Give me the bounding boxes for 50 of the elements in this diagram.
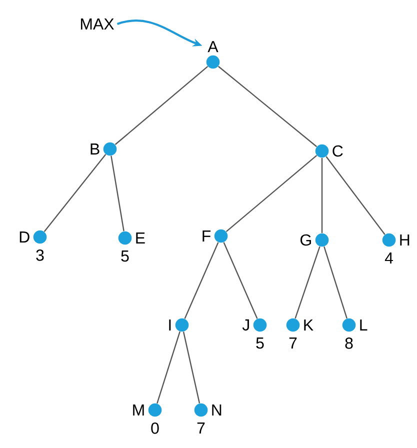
- tree-branch: [182, 332, 200, 404]
- tree-branch: [114, 66, 208, 145]
- node-label: E: [136, 232, 145, 244]
- node-label: L: [360, 320, 368, 330]
- tree-branch: [294, 246, 320, 319]
- node-label: K: [304, 320, 314, 330]
- node-label: 5: [256, 338, 264, 349]
- node-label: B: [90, 143, 100, 154]
- node-label: F: [202, 230, 210, 242]
- tree-node: A: [206, 41, 220, 69]
- node-label: G: [300, 234, 311, 246]
- node-label: I: [169, 320, 171, 330]
- node-label: 3: [36, 250, 44, 261]
- tree-node: E 5: [118, 231, 145, 262]
- node-label: C: [332, 145, 343, 157]
- tree-branch: [326, 156, 386, 235]
- node-label: M: [133, 404, 144, 416]
- tree-node: G: [300, 233, 329, 247]
- node-label: 5: [121, 250, 129, 262]
- node-label: 4: [384, 252, 393, 264]
- tree-node: M 0: [133, 403, 162, 434]
- node-label: J: [242, 319, 249, 331]
- tree-node: F: [202, 229, 228, 243]
- node-label: H: [400, 234, 410, 246]
- tree-node: K 7: [286, 318, 314, 349]
- tree-node: N 7: [194, 403, 222, 434]
- tree-branch: [324, 246, 348, 319]
- node-label: 7: [197, 422, 205, 434]
- tree-node: L 8: [342, 318, 368, 349]
- tree-node: B: [90, 142, 117, 156]
- tree-branch: [223, 242, 258, 319]
- tree-node: H 4: [382, 233, 410, 264]
- player-label: MAX: [80, 18, 114, 30]
- node-label: 7: [289, 338, 297, 349]
- node-label: A: [208, 41, 218, 52]
- tree-node: D 3: [20, 230, 47, 261]
- tree-branch: [44, 154, 106, 232]
- tree-branch: [218, 66, 318, 148]
- tree-branch: [156, 331, 180, 404]
- tree-branch: [226, 155, 318, 232]
- tree-branch: [110, 156, 124, 232]
- node-label: 0: [151, 422, 159, 434]
- tree-branch: [321, 158, 323, 234]
- node-label: N: [212, 404, 222, 416]
- node-label: 8: [345, 338, 353, 349]
- node-label: D: [20, 232, 30, 242]
- tree-branch: [184, 242, 219, 319]
- tree-node: J 5: [242, 318, 267, 349]
- tree-node: C: [315, 144, 343, 158]
- tree-node: I: [169, 318, 189, 332]
